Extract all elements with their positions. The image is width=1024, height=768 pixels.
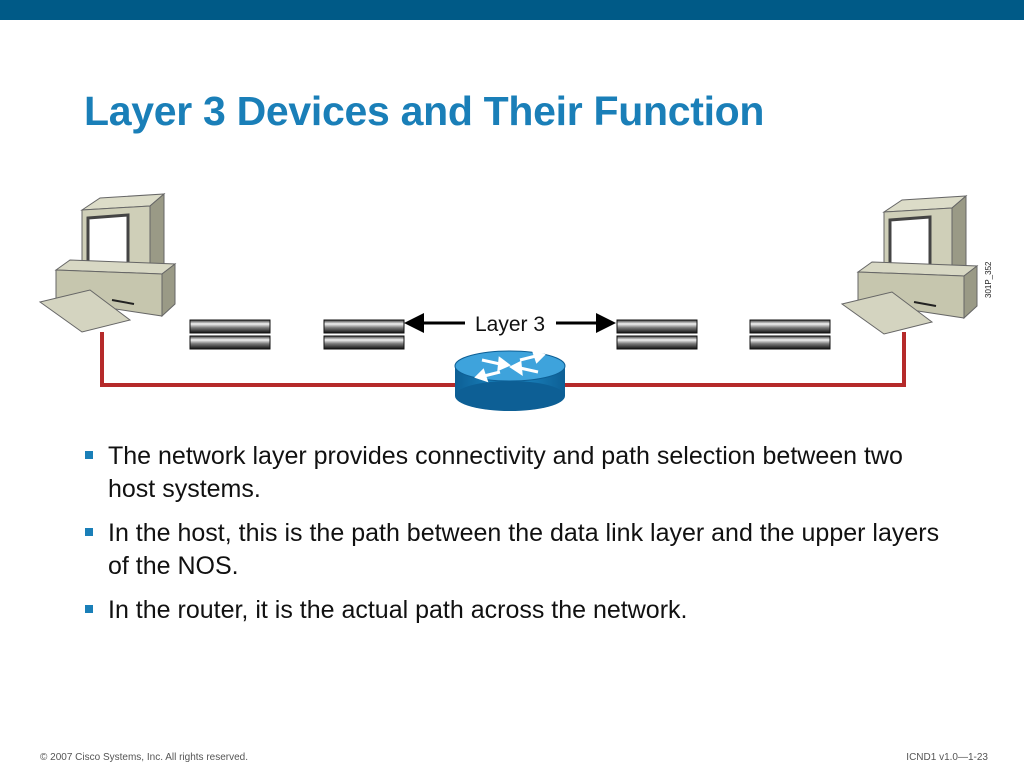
arrow-right-icon bbox=[556, 313, 616, 333]
network-diagram: Layer 3 301P_352 bbox=[38, 192, 993, 411]
slide-number-footer: ICND1 v1.0—1-23 bbox=[906, 752, 988, 763]
packet-icon-4 bbox=[749, 319, 831, 350]
bullet-square-icon bbox=[85, 451, 93, 459]
packet-icon-2 bbox=[323, 319, 405, 350]
router-icon bbox=[454, 349, 566, 411]
layer-3-label: Layer 3 bbox=[475, 313, 545, 336]
bullet-square-icon bbox=[85, 528, 93, 536]
bullet-text: The network layer provides connectivity … bbox=[108, 442, 903, 503]
pc-icon-left bbox=[38, 192, 177, 333]
slide-title: Layer 3 Devices and Their Function bbox=[84, 88, 765, 134]
bullet-text: In the router, it is the actual path acr… bbox=[108, 596, 688, 624]
bullet-list: The network layer provides connectivity … bbox=[84, 440, 944, 638]
pc-icon-right bbox=[840, 194, 979, 335]
bullet-text: In the host, this is the path between th… bbox=[108, 519, 940, 580]
bullet-square-icon bbox=[85, 605, 93, 613]
bullet-item: In the host, this is the path between th… bbox=[84, 517, 944, 583]
packet-icon-1 bbox=[189, 319, 271, 350]
bullet-item: In the router, it is the actual path acr… bbox=[84, 594, 944, 627]
copyright-footer: © 2007 Cisco Systems, Inc. All rights re… bbox=[40, 752, 249, 763]
arrow-left-icon bbox=[404, 313, 465, 333]
top-bar bbox=[0, 0, 1024, 20]
figure-id: 301P_352 bbox=[984, 261, 993, 298]
packet-icon-3 bbox=[616, 319, 698, 350]
bullet-item: The network layer provides connectivity … bbox=[84, 440, 944, 506]
